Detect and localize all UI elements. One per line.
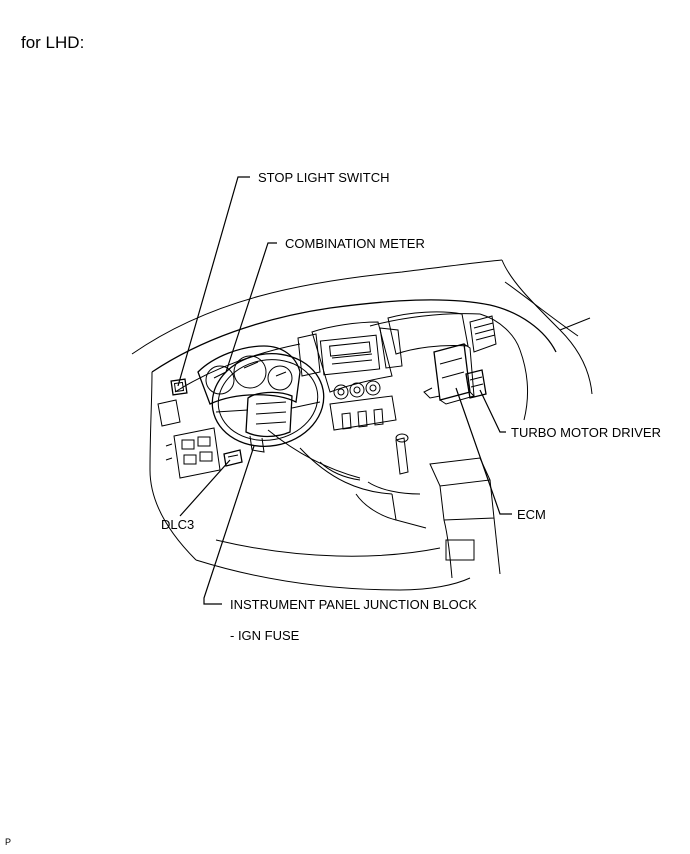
- leader-combination-meter: [225, 242, 277, 373]
- floor-console: [195, 429, 501, 591]
- label-dlc3: DLC3: [161, 517, 195, 532]
- label-stop-light-switch: STOP LIGHT SWITCH: [258, 170, 390, 185]
- leader-instrument-panel-junction-block: [203, 445, 255, 605]
- center-console-stack: [297, 321, 403, 431]
- turbo-motor-driver-part: [465, 369, 487, 399]
- leader-lines: [177, 176, 512, 605]
- ecm-part: [423, 343, 475, 405]
- label-turbo-motor-driver: TURBO MOTOR DRIVER: [511, 425, 661, 440]
- diagram-caption: for LHD:: [21, 33, 85, 52]
- leader-ecm: [455, 387, 512, 515]
- combination-meter-cluster: [197, 345, 301, 405]
- dlc3-connector: [223, 449, 243, 467]
- label-ign-fuse: - IGN FUSE: [230, 628, 300, 643]
- windshield-outline: [131, 259, 593, 395]
- label-instrument-panel-junction-block: INSTRUMENT PANEL JUNCTION BLOCK: [230, 597, 477, 612]
- leader-turbo-motor-driver: [479, 389, 506, 433]
- label-combination-meter: COMBINATION METER: [285, 236, 425, 251]
- label-ecm: ECM: [517, 507, 546, 522]
- steering-wheel: [211, 353, 325, 453]
- left-switch-panel: [157, 399, 221, 479]
- dashboard-outline: [149, 299, 557, 561]
- leader-dlc3: [179, 459, 231, 517]
- footer-code: P: [5, 837, 12, 847]
- leader-stop-light-switch: [177, 176, 250, 387]
